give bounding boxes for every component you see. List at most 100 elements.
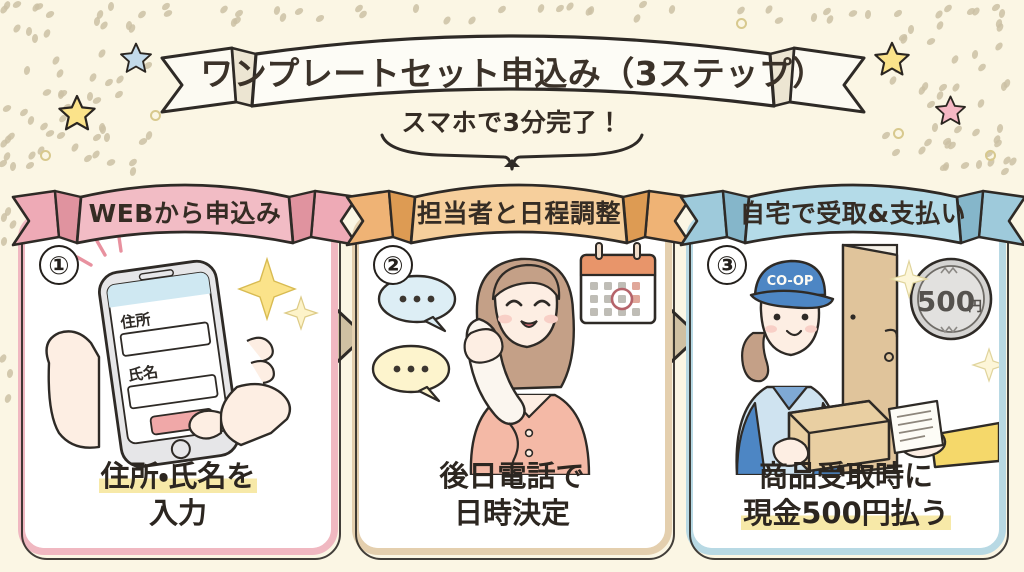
confetti-dot	[105, 157, 117, 168]
delivery-person-handing-parcel-illustration: CO-OP	[735, 243, 999, 475]
confetti-dot	[942, 3, 954, 14]
confetti-dot	[764, 4, 774, 15]
confetti-dot	[30, 2, 42, 13]
confetti-dot	[1002, 78, 1012, 89]
subtitle: スマホで3分完了！	[401, 108, 623, 137]
confetti-dot	[2, 0, 12, 11]
confetti-dot	[1000, 81, 1008, 92]
yellow-star-icon	[874, 41, 910, 76]
confetti-dot	[127, 23, 137, 34]
confetti-dot	[965, 6, 977, 17]
confetti-dot	[136, 9, 148, 20]
cap-logo-text: CO-OP	[767, 274, 814, 289]
phone-field2-label: 氏名	[127, 363, 159, 385]
caption-line: 入力	[148, 495, 207, 530]
step-card-1: ① 住所 氏名	[11, 183, 359, 560]
confetti-dot	[31, 33, 39, 44]
confetti-dot	[88, 72, 98, 83]
confetti-dot	[959, 160, 971, 171]
confetti-dot	[11, 0, 23, 10]
confetti-dot	[95, 9, 105, 20]
confetti-dot	[942, 139, 954, 150]
confetti-dot	[11, 23, 23, 34]
confetti-dot	[975, 159, 983, 170]
confetti-dot	[229, 17, 239, 28]
confetti-dot	[82, 153, 94, 164]
confetti-dot	[890, 147, 902, 158]
phone-field2-input	[127, 374, 219, 410]
confetti-dot	[70, 142, 80, 153]
coin-500-yen: 500 円	[909, 257, 993, 341]
phone-field1-input	[119, 321, 212, 357]
confetti-dot	[233, 8, 245, 19]
step-caption-2: 後日電話で 日時決定	[359, 458, 665, 532]
step-number-badge-2: ②	[373, 245, 413, 285]
confetti-dot	[496, 4, 508, 15]
confetti-dot	[353, 3, 365, 14]
confetti-dot	[564, 1, 576, 12]
confetti-dot	[0, 138, 10, 149]
confetti-dot	[36, 145, 46, 156]
subtitle-brace	[380, 133, 644, 171]
step-banner-3: 自宅で受取&支払い	[679, 179, 1024, 259]
confetti-dot	[937, 82, 949, 93]
hands-holding-smartphone-illustration: 住所 氏名	[45, 237, 319, 468]
confetti-dot	[946, 140, 958, 151]
confetti-dot	[986, 157, 996, 168]
confetti-dot	[992, 138, 1004, 149]
confetti-dot	[90, 149, 102, 160]
step-banner-3-label: 自宅で受取&支払い	[739, 199, 967, 228]
confetti-dot	[293, 6, 305, 17]
confetti-dot	[42, 28, 52, 39]
caption-line: 後日電話で	[439, 458, 585, 493]
calendar-icon	[579, 242, 657, 325]
confetti-dot	[971, 49, 979, 60]
confetti-dot	[554, 3, 566, 14]
step-card-2-content: ②	[359, 219, 665, 548]
step-banner-1: WEBから申込み	[11, 179, 359, 259]
confetti-dot	[0, 353, 8, 364]
speech-bubble-yellow	[371, 344, 451, 403]
confetti-ring	[40, 150, 51, 161]
confetti-dot	[938, 162, 950, 173]
coin-value-text: 500	[917, 285, 975, 318]
confetti-dot	[1001, 155, 1013, 166]
confetti-dot	[925, 36, 937, 47]
confetti-dot	[584, 6, 594, 17]
confetti-dot	[970, 6, 982, 17]
speech-bubble-blue	[377, 274, 457, 333]
confetti-dot	[272, 5, 282, 16]
step-card-3-content: ③	[693, 219, 999, 548]
confetti-dot	[125, 20, 133, 31]
coin-unit-text: 円	[968, 299, 982, 315]
confetti-dot	[97, 48, 107, 59]
confetti-dot	[26, 150, 38, 161]
confetti-dot	[907, 24, 915, 35]
step-number-badge-1: ①	[39, 245, 79, 285]
pink-star-icon	[935, 95, 966, 125]
confetti-dot	[995, 22, 1005, 33]
confetti-dot	[160, 1, 172, 12]
confetti-dot	[3, 393, 13, 404]
confetti-dot	[55, 68, 65, 79]
confetti-dot	[586, 5, 596, 16]
confetti-dot	[2, 151, 12, 162]
calendar-selected-day-marker	[610, 287, 634, 311]
confetti-dot	[847, 8, 859, 19]
confetti-dot	[0, 4, 10, 15]
woman-on-phone-with-calendar-illustration	[371, 242, 657, 475]
confetti-dot	[536, 3, 546, 14]
confetti-dot	[23, 65, 31, 76]
confetti-ring	[985, 150, 996, 161]
confetti-dot	[810, 12, 818, 23]
step-number-badge-3: ③	[707, 245, 747, 285]
confetti-dot	[412, 3, 420, 14]
confetti-dot	[25, 26, 33, 37]
caption-line: 現金500円払う	[741, 495, 951, 530]
confetti-dot	[107, 1, 115, 12]
confetti-dot	[632, 13, 642, 24]
confetti-dot	[990, 2, 1002, 13]
confetti-dot	[892, 8, 904, 19]
step-banner-2-label: 担当者と日程調整	[416, 199, 621, 228]
